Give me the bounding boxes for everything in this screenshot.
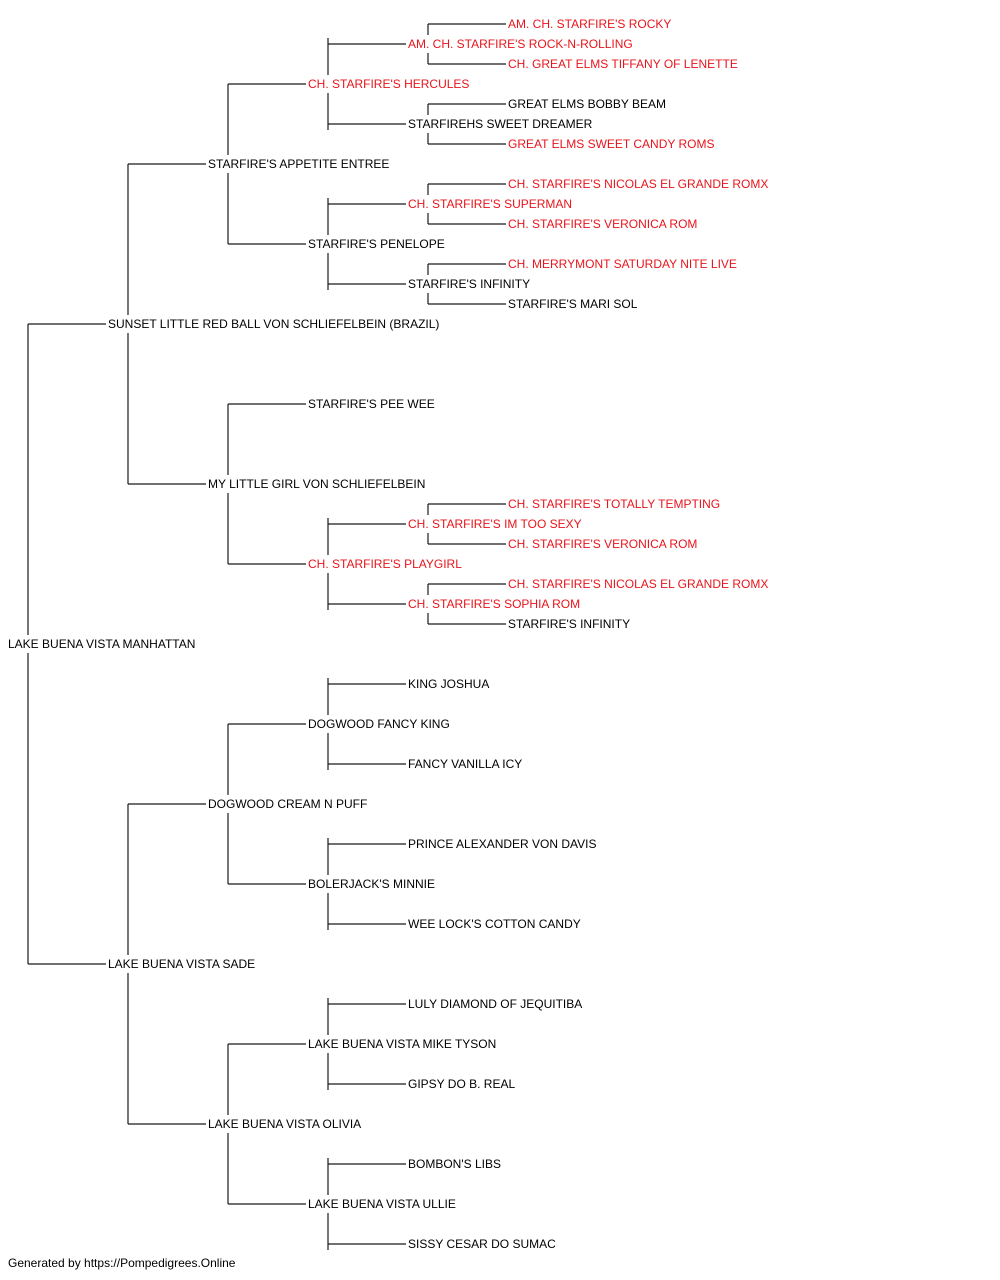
dog-name-sire-dam-sire: STARFIRE'S PEE WEE xyxy=(308,397,435,411)
dog-name-subject: LAKE BUENA VISTA MANHATTAN xyxy=(8,637,195,651)
dog-name-dam-sire-dam-sire: PRINCE ALEXANDER VON DAVIS xyxy=(408,837,597,851)
dog-name-dam-sire-dam: BOLERJACK'S MINNIE xyxy=(308,877,435,891)
dog-name-dam-dam-dam-dam: SISSY CESAR DO SUMAC xyxy=(408,1237,556,1251)
dog-name-sire-sire-sire-sire-sire: AM. CH. STARFIRE'S ROCKY xyxy=(508,17,671,31)
dog-name-sire-dam-dam: CH. STARFIRE'S PLAYGIRL xyxy=(308,557,462,571)
dog-name-dam-dam-dam-sire: BOMBON'S LIBS xyxy=(408,1157,501,1171)
dog-name-sire-dam-dam-sire-sire: CH. STARFIRE'S TOTALLY TEMPTING xyxy=(508,497,720,511)
dog-name-sire-dam: MY LITTLE GIRL VON SCHLIEFELBEIN xyxy=(208,477,425,491)
dog-name-sire-sire-sire-sire: AM. CH. STARFIRE'S ROCK-N-ROLLING xyxy=(408,37,633,51)
dog-name-sire-sire-sire-dam-dam: GREAT ELMS SWEET CANDY ROMS xyxy=(508,137,714,151)
dog-name-dam-sire-sire-dam: FANCY VANILLA ICY xyxy=(408,757,522,771)
dog-name-sire-dam-dam-sire-dam: CH. STARFIRE'S VERONICA ROM xyxy=(508,537,697,551)
dog-name-sire-sire-dam-dam-dam: STARFIRE'S MARI SOL xyxy=(508,297,638,311)
dog-name-sire-dam-dam-sire: CH. STARFIRE'S IM TOO SEXY xyxy=(408,517,582,531)
dog-name-dam-dam-sire-sire: LULY DIAMOND OF JEQUITIBA xyxy=(408,997,582,1011)
dog-name-dam-dam-sire-dam: GIPSY DO B. REAL xyxy=(408,1077,515,1091)
dog-name-dam: LAKE BUENA VISTA SADE xyxy=(108,957,255,971)
dog-name-sire-sire-sire-dam-sire: GREAT ELMS BOBBY BEAM xyxy=(508,97,666,111)
dog-name-dam-dam-sire: LAKE BUENA VISTA MIKE TYSON xyxy=(308,1037,496,1051)
dog-name-sire-sire-dam: STARFIRE'S PENELOPE xyxy=(308,237,445,251)
dog-name-sire-sire-dam-dam: STARFIRE'S INFINITY xyxy=(408,277,530,291)
dog-name-sire-sire-dam-sire-sire: CH. STARFIRE'S NICOLAS EL GRANDE ROMX xyxy=(508,177,768,191)
dog-name-dam-dam-dam: LAKE BUENA VISTA ULLIE xyxy=(308,1197,456,1211)
dog-name-sire-dam-dam-dam-sire: CH. STARFIRE'S NICOLAS EL GRANDE ROMX xyxy=(508,577,768,591)
dog-name-dam-sire-sire-sire: KING JOSHUA xyxy=(408,677,489,691)
dog-name-sire: SUNSET LITTLE RED BALL VON SCHLIEFELBEIN… xyxy=(108,317,439,331)
dog-name-sire-sire-sire-sire-dam: CH. GREAT ELMS TIFFANY OF LENETTE xyxy=(508,57,738,71)
dog-name-sire-sire-dam-sire: CH. STARFIRE'S SUPERMAN xyxy=(408,197,572,211)
dog-name-dam-sire-dam-dam: WEE LOCK'S COTTON CANDY xyxy=(408,917,581,931)
dog-name-sire-sire-sire-dam: STARFIREHS SWEET DREAMER xyxy=(408,117,593,131)
dog-name-sire-sire-dam-sire-dam: CH. STARFIRE'S VERONICA ROM xyxy=(508,217,697,231)
dog-name-dam-sire: DOGWOOD CREAM N PUFF xyxy=(208,797,367,811)
dog-name-sire-sire-sire: CH. STARFIRE'S HERCULES xyxy=(308,77,469,91)
dog-name-sire-dam-dam-dam-dam: STARFIRE'S INFINITY xyxy=(508,617,630,631)
dog-name-sire-dam-dam-dam: CH. STARFIRE'S SOPHIA ROM xyxy=(408,597,580,611)
dog-name-dam-dam: LAKE BUENA VISTA OLIVIA xyxy=(208,1117,361,1131)
dog-name-sire-sire: STARFIRE'S APPETITE ENTREE xyxy=(208,157,389,171)
dog-name-sire-sire-dam-dam-sire: CH. MERRYMONT SATURDAY NITE LIVE xyxy=(508,257,737,271)
generated-by-footer: Generated by https://Pompedigrees.Online xyxy=(8,1256,236,1270)
dog-name-dam-sire-sire: DOGWOOD FANCY KING xyxy=(308,717,450,731)
